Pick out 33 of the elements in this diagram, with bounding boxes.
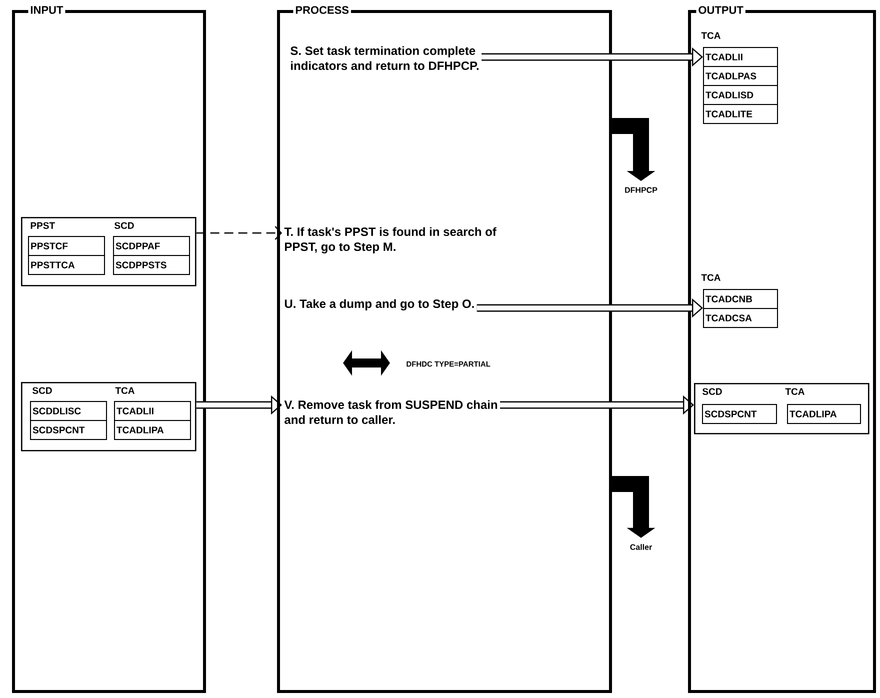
target-label: DFHPCP [625, 187, 658, 193]
field-box: TCADLISD [703, 85, 778, 105]
arrow [612, 118, 656, 181]
column-header: TCA [701, 32, 720, 39]
field-box: SCDPPSTS [113, 255, 190, 275]
field-box: PPSTTCA [28, 255, 105, 275]
step-text: U. Take a dump and go to Step O. [284, 299, 474, 310]
field-box: TCADLIPA [114, 420, 191, 440]
arrow [612, 476, 656, 538]
column-header: PPST [30, 222, 55, 229]
field-box: PPSTCF [28, 236, 105, 256]
step-text: T. If task's PPST is found in search of PPST, go to Step M. [284, 227, 496, 254]
field-box: TCADCSA [703, 308, 778, 328]
column-header: SCD [114, 222, 134, 229]
field-box: SCDPPAF [113, 236, 190, 256]
column-header: TCA [785, 388, 804, 395]
field-box: SCDSPCNT [30, 420, 107, 440]
step-text: S. Set task termination complete indicators and return to DFHPCP. [290, 46, 479, 70]
column-header: SCD [32, 387, 52, 394]
column-header: TCA [701, 274, 720, 281]
field-box: SCDSPCNT [702, 404, 777, 424]
field-box: TCADLITE [703, 104, 778, 124]
column-header: TCA [115, 387, 134, 394]
field-box: TCADLIPA [787, 404, 861, 424]
field-box: SCDDLISC [30, 401, 107, 421]
field-box: TCADLII [703, 47, 778, 67]
arrow [196, 226, 282, 240]
column-header: SCD [702, 388, 722, 395]
step-text: V. Remove task from SUSPEND chain and return to caller. [284, 400, 498, 424]
field-box: TCADLII [114, 401, 191, 421]
field-box: TCADLPAS [703, 66, 778, 86]
field-box: TCADCNB [703, 289, 778, 309]
target-label: Caller [630, 544, 652, 550]
